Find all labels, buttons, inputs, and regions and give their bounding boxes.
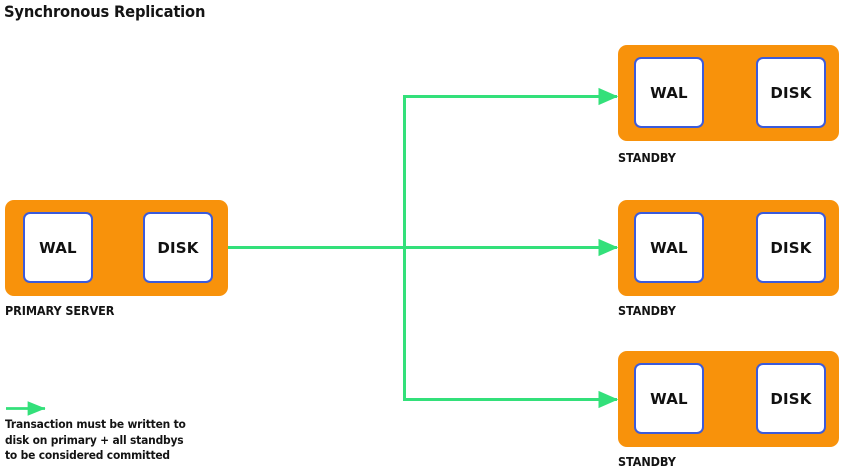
standby-2-wal-label: WAL [650,238,688,257]
legend-line-1: Transaction must be written to [5,417,186,431]
standby-2-box[interactable]: WAL DISK [618,200,839,296]
standby-2-caption: STANDBY [618,303,676,318]
standby-1-disk-label: DISK [770,83,812,102]
standby-3-disk-label: DISK [770,389,812,408]
primary-wal-label: WAL [39,238,77,257]
standby-3-disk-node[interactable]: DISK [756,363,826,434]
standby-2-disk-node[interactable]: DISK [756,212,826,283]
standby-1-caption: STANDBY [618,150,676,165]
standby-3-caption: STANDBY [618,454,676,469]
standby-3-wal-node[interactable]: WAL [634,363,704,434]
standby-3-box[interactable]: WAL DISK [618,351,839,447]
page-title: Synchronous Replication [4,2,206,21]
standby-1-disk-node[interactable]: DISK [756,57,826,128]
legend-line-2: disk on primary + all standbys [5,432,184,447]
primary-server-caption: PRIMARY SERVER [5,303,115,318]
primary-disk-node[interactable]: DISK [143,212,213,283]
standby-3-wal-label: WAL [650,389,688,408]
standby-1-box[interactable]: WAL DISK [618,45,839,141]
standby-2-wal-node[interactable]: WAL [634,212,704,283]
primary-server-box[interactable]: WAL DISK [5,200,228,296]
legend-description: Transaction must be written to disk on p… [5,417,219,464]
primary-wal-node[interactable]: WAL [23,212,93,283]
standby-2-disk-label: DISK [770,238,812,257]
standby-1-wal-label: WAL [650,83,688,102]
standby-1-wal-node[interactable]: WAL [634,57,704,128]
legend-line-3: to be considered committed [5,448,170,462]
primary-disk-label: DISK [157,238,199,257]
